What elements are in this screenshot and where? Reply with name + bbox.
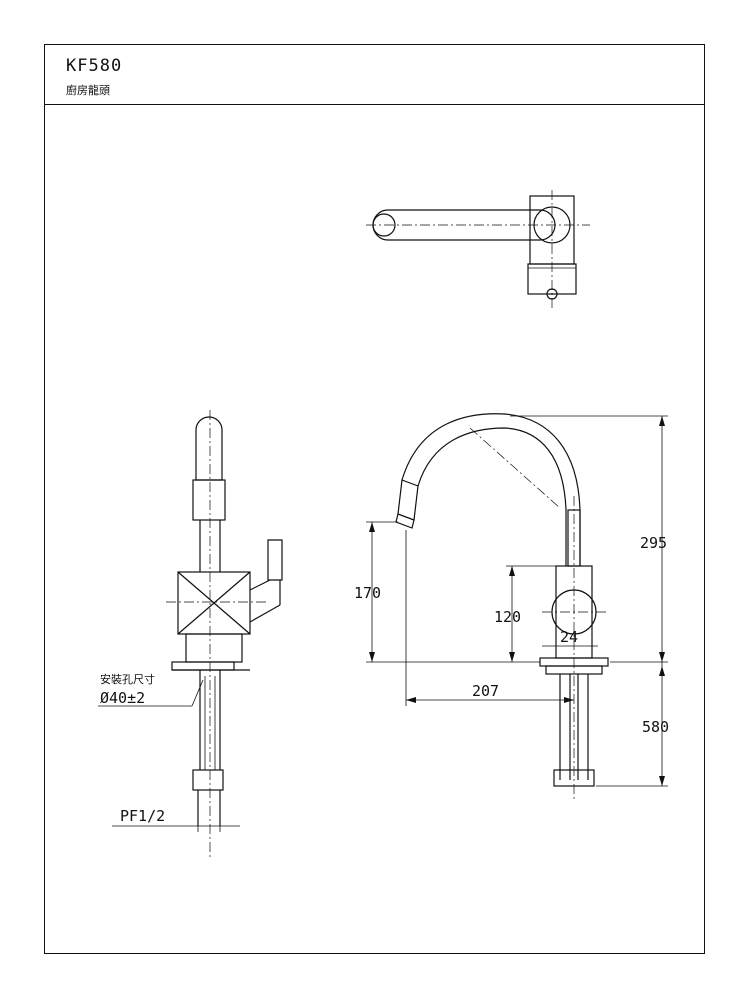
top-view bbox=[366, 190, 590, 310]
dim-body-height: 120 bbox=[494, 608, 521, 626]
dim-spout-reach: 207 bbox=[472, 682, 499, 700]
dim-spout-height: 170 bbox=[354, 584, 381, 602]
dim-total-height: 295 bbox=[640, 534, 667, 552]
dim-hose-length: 580 bbox=[642, 718, 669, 736]
model-number: KF580 bbox=[66, 56, 123, 76]
front-view bbox=[366, 413, 668, 800]
hole-size-value: Ø40±2 bbox=[100, 689, 145, 707]
drawing-frame bbox=[44, 44, 705, 954]
dim-body-width: 24 bbox=[560, 628, 578, 646]
title-block-separator bbox=[44, 104, 705, 105]
side-view bbox=[98, 410, 283, 860]
hole-size-label: 安裝孔尺寸 bbox=[100, 672, 155, 686]
product-name: 廚房龍頭 bbox=[66, 84, 110, 97]
thread-spec: PF1/2 bbox=[120, 807, 165, 825]
